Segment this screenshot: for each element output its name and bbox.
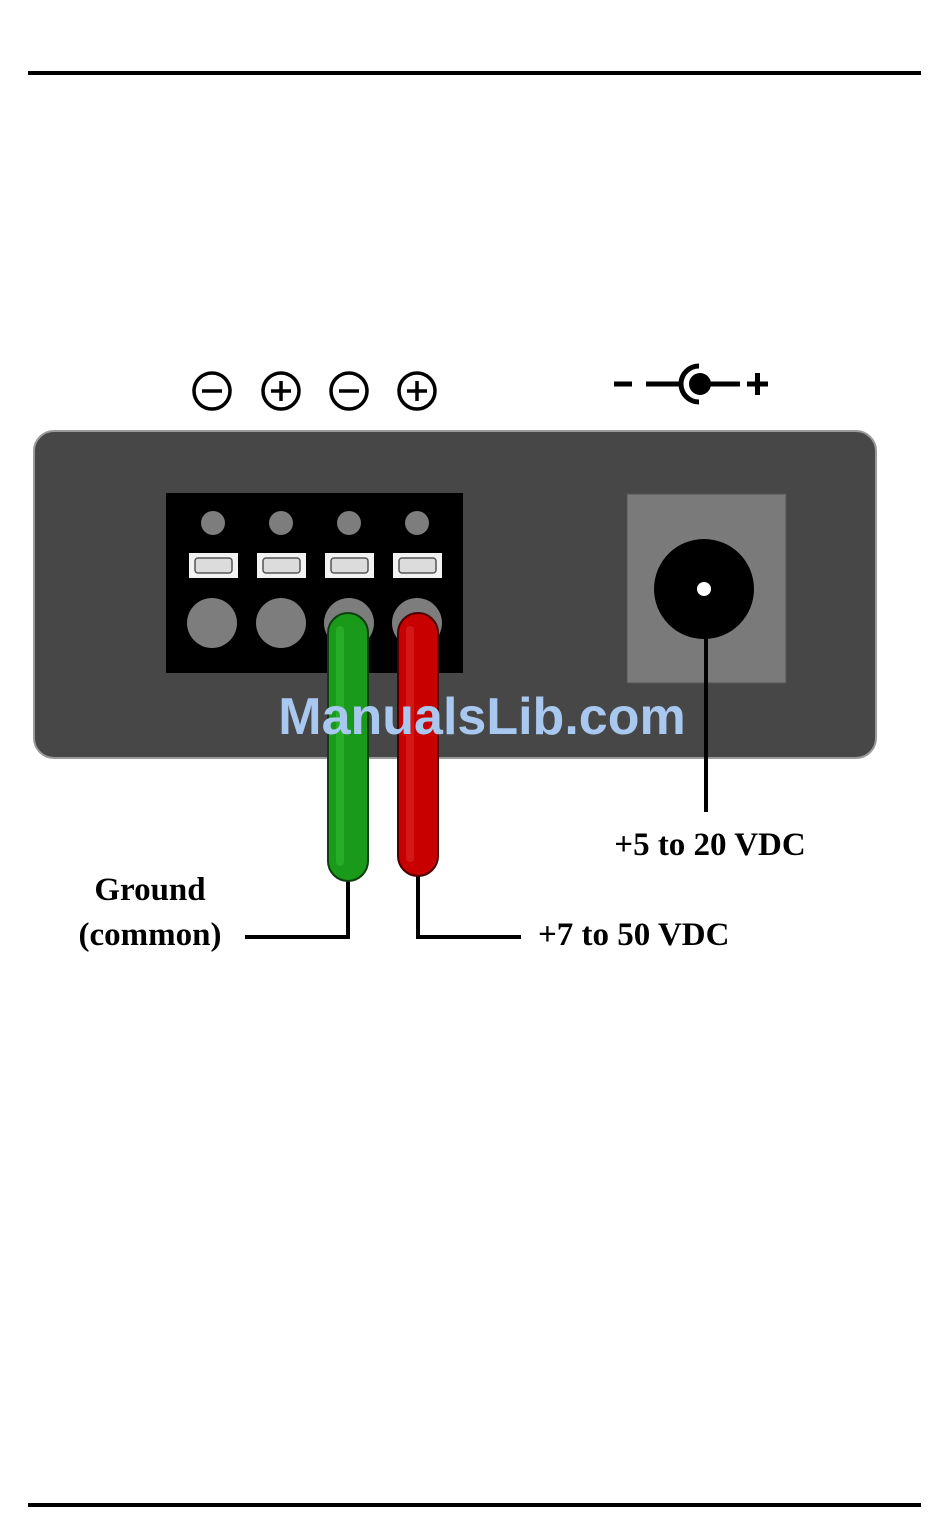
terminal-release-tab [393,553,442,578]
terminal-screw-hole [269,511,293,535]
polarity-minus-icon [194,373,230,409]
ground-label-line2: (common) [79,917,222,953]
terminal-release-tab [189,553,238,578]
terminal-screw-hole [405,511,429,535]
terminal-release-tab [257,553,306,578]
barrel-polarity-icon [614,366,768,402]
ground-leader-line [245,878,348,937]
polarity-minus-icon [331,373,367,409]
terminal-voltage-label: +7 to 50 VDC [538,917,729,953]
power-leader-line [418,872,521,937]
polarity-plus-icon [263,373,299,409]
polarity-plus-icon [399,373,435,409]
barrel-voltage-label: +5 to 20 VDC [614,827,805,863]
terminal-wire-port [187,598,237,648]
terminal-polarity-symbols [194,373,435,409]
terminal-wire-port [256,598,306,648]
watermark: ManualsLib.com [278,688,685,746]
terminal-screw-hole [337,511,361,535]
ground-label-line1: Ground [94,872,205,908]
terminal-screw-hole [201,511,225,535]
terminal-release-tab [325,553,374,578]
ground-wire [328,613,368,881]
